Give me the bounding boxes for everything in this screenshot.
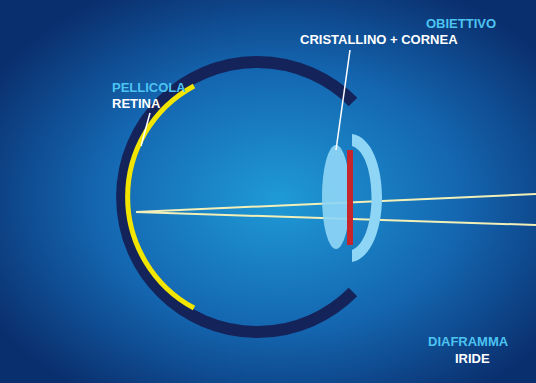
iris [347,150,353,245]
part-label-eye: IRIDE [455,351,490,366]
cornea [352,134,382,262]
retina-arc [128,86,194,308]
part-label-camera: PELLICOLA [112,80,186,95]
part-label-camera: OBIETTIVO [426,16,496,31]
part-label-camera: DIAFRAMMA [428,334,508,349]
lens [322,145,350,249]
leader-line [141,113,150,146]
part-label-eye: RETINA [112,96,160,111]
part-label-eye: CRISTALLINO + CORNEA [300,32,458,47]
leader-line [336,50,350,150]
